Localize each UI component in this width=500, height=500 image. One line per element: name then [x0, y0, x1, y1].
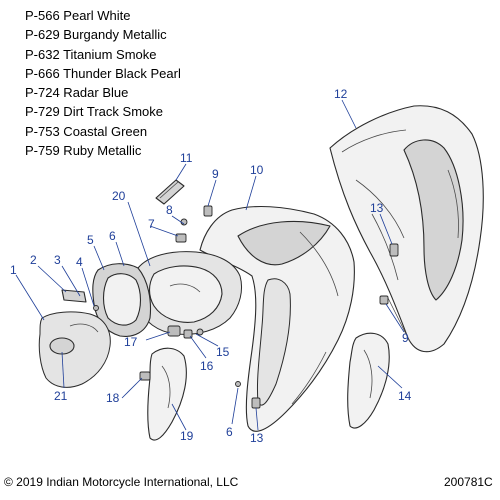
- legend-item: P-753 Coastal Green: [25, 123, 148, 139]
- callout-numbers: 1 2 3 4 5 6 7 8 9 10 11 12 13 14 15 16 1…: [10, 87, 412, 445]
- callout-13: 13: [370, 201, 384, 215]
- callout-16: 16: [200, 359, 214, 373]
- callout-1: 1: [10, 263, 17, 277]
- diagram-code: 200781C: [444, 475, 493, 489]
- callout-10: 10: [250, 163, 264, 177]
- callout-6: 6: [109, 229, 116, 243]
- callout-8: 8: [166, 203, 173, 217]
- legend-item: P-724 Radar Blue: [25, 85, 129, 101]
- callout-3: 3: [54, 253, 61, 267]
- callout-9: 9: [212, 167, 219, 181]
- legend-item: P-632 Titanium Smoke: [25, 46, 157, 62]
- callout-17: 17: [124, 335, 138, 349]
- callout-4: 4: [76, 255, 83, 269]
- callout-9: 9: [402, 331, 409, 345]
- lower-left-panel: [147, 347, 187, 441]
- callout-18: 18: [106, 391, 120, 405]
- legend-item: P-629 Burgandy Metallic: [25, 27, 167, 43]
- callout-6: 6: [226, 425, 233, 439]
- callout-21: 21: [54, 389, 68, 403]
- callout-5: 5: [87, 233, 94, 247]
- badge: [61, 289, 87, 303]
- callout-11: 11: [180, 151, 193, 165]
- copyright-notice: © 2019 Indian Motorcycle International, …: [4, 475, 239, 489]
- outer-fairing-shell: [329, 105, 484, 353]
- callout-15: 15: [216, 345, 230, 359]
- callout-19: 19: [180, 429, 194, 443]
- inner-fairing: [199, 205, 355, 432]
- top-trim-strip: [155, 179, 185, 205]
- callout-14: 14: [398, 389, 412, 403]
- legend-item: P-759 Ruby Metallic: [25, 143, 142, 159]
- callout-7: 7: [148, 217, 155, 231]
- gauge-bezel: [92, 263, 152, 337]
- paint-color-legend: P-566 Pearl White P-629 Burgandy Metalli…: [25, 6, 181, 160]
- inner-bezel: [134, 251, 243, 335]
- front-cover: [38, 311, 111, 388]
- legend-item: P-666 Thunder Black Pearl: [25, 65, 181, 81]
- right-lower-panel: [347, 332, 390, 429]
- legend-item: P-729 Dirt Track Smoke: [25, 104, 163, 120]
- legend-item: P-566 Pearl White: [25, 8, 131, 23]
- callout-13: 13: [250, 431, 264, 445]
- hardware-fasteners: [93, 205, 399, 409]
- callout-2: 2: [30, 253, 37, 267]
- callout-leaders: [15, 99, 405, 431]
- callout-12: 12: [334, 87, 348, 101]
- callout-20: 20: [112, 189, 126, 203]
